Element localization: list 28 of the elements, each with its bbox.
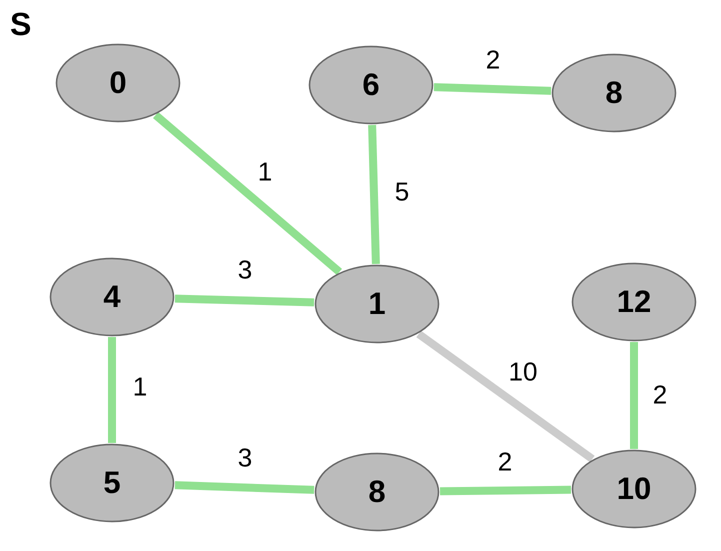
edge-line <box>153 112 342 275</box>
graph-node <box>314 452 440 532</box>
node-number: 6 <box>362 67 380 103</box>
node-number: 5 <box>103 465 121 501</box>
graph-node <box>314 264 440 344</box>
graph-node <box>571 449 697 529</box>
node-number: 10 <box>616 471 652 507</box>
edge-line <box>174 481 314 494</box>
graph-node <box>55 43 181 123</box>
edge-line <box>440 486 572 496</box>
graph-node <box>308 45 434 125</box>
edge-line <box>434 83 552 95</box>
node-number: 8 <box>368 474 386 510</box>
node-number: 12 <box>616 284 652 320</box>
graph-node <box>49 257 175 337</box>
graph-node <box>551 53 677 133</box>
edge-line <box>368 124 380 264</box>
edge-line <box>630 342 638 449</box>
graph-node <box>571 262 697 342</box>
edge-line <box>174 294 314 306</box>
edge-line <box>416 330 595 462</box>
edge-line <box>108 337 116 443</box>
node-number: 0 <box>109 65 127 101</box>
node-number: 8 <box>605 75 623 111</box>
node-number: 4 <box>103 279 121 315</box>
graph-node <box>49 443 175 523</box>
graph-title: S <box>10 6 32 43</box>
node-number: 1 <box>368 286 386 322</box>
